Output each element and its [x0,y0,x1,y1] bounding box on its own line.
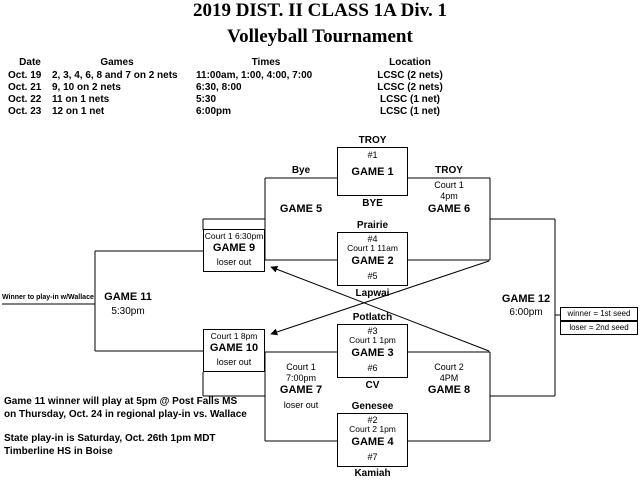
game1-team-above: TROY [358,135,387,146]
game4-seed-top: #2 [367,415,378,425]
game2-court: Court 1 11am [347,243,398,253]
game10-label: GAME 10 [209,342,259,354]
game12-second-seed-note: loser = 2nd seed [560,321,638,335]
footer-note-state-2: Timberline HS in Boise [4,446,113,457]
game12-label: GAME 12 [501,293,551,305]
schedule-header-location: Location [389,57,431,68]
schedule-header-date: Date [19,57,41,68]
game1-winner-right: TROY [435,165,463,176]
game2-team-below: Lapwai [355,288,390,299]
game10-court-time: Court 1 8pm [210,331,258,341]
game10-box [203,329,265,372]
schedule-row-times: 6:00pm [196,106,232,117]
game7-court: Court 1 [286,362,316,372]
game2-seed-bottom: #5 [367,271,378,281]
game3-team-below: CV [365,380,380,391]
game8-label: GAME 8 [427,384,471,396]
game9-court-time: Court 1 6:30pm [204,231,264,241]
game11-winner-note: Winner to play-in w/Wallace [2,294,94,301]
game4-box [337,413,408,467]
schedule-row-date: Oct. 21 [8,82,42,93]
game1-team-below: BYE [362,198,383,209]
schedule-row-games: 2, 3, 4, 6, 8 and 7 on 2 nets [52,70,178,81]
footer-note-playin-2: on Thursday, Oct. 24 in regional play-in… [4,409,247,420]
game1-box [337,147,408,196]
game4-seed-bottom: #7 [367,452,378,462]
game9-box [203,229,265,272]
game1-bye-left: Bye [291,165,311,176]
game12-time: 6:00pm [509,307,543,318]
footer-note-playin-1: Game 11 winner will play at 5pm @ Post F… [4,396,238,407]
schedule-row-location: LCSC (1 net) [380,106,440,117]
game4-label: GAME 4 [351,436,394,448]
schedule-row-games: 12 on 1 net [52,106,105,117]
game5-label: GAME 5 [279,203,323,215]
game3-label: GAME 3 [351,347,394,359]
page-subtitle: Volleyball Tournament [227,26,413,47]
schedule-header-times: Times [251,57,281,68]
game7-label: GAME 7 [279,384,323,396]
game11-label: GAME 11 [104,291,152,303]
schedule-row-date: Oct. 22 [8,94,42,105]
game9-note: loser out [216,257,252,267]
game4-team-above: Genesee [351,401,394,412]
game11-time: 5:30pm [111,306,145,317]
game6-label: GAME 6 [427,203,471,215]
game3-team-above: Potlatch [352,312,393,323]
game3-seed-bottom: #6 [367,363,378,373]
game9-label: GAME 9 [212,242,256,254]
schedule-row-games: 11 on 1 nets [52,94,110,105]
game2-label: GAME 2 [351,255,394,267]
schedule-row-date: Oct. 23 [8,106,42,117]
game6-court: Court 1 [434,180,464,190]
game8-court: Court 2 [434,362,464,372]
game8-time: 4PM [439,373,459,383]
game12-first-seed-note: winner = 1st seed [560,307,638,321]
schedule-header-games: Games [100,57,134,68]
footer-note-state-1: State play-in is Saturday, Oct. 26th 1pm… [4,433,216,444]
game4-team-below: Kamiah [354,468,391,479]
schedule-row-location: LCSC (2 nets) [377,70,443,81]
game2-seed-top: #4 [367,234,378,244]
game4-court: Court 2 1pm [349,424,396,434]
game1-seed: #1 [367,150,378,160]
game1-label: GAME 1 [351,166,394,178]
game7-time: 7:00pm [285,373,317,383]
game3-court: Court 1 1pm [349,335,396,345]
page-title: 2019 DIST. II CLASS 1A Div. 1 [192,0,448,21]
game6-time: 4pm [440,191,458,201]
game7-note: loser out [283,400,319,410]
schedule-row-date: Oct. 19 [8,70,42,81]
game3-box [337,324,408,378]
game10-note: loser out [216,357,252,367]
game3-seed-top: #3 [367,326,378,336]
schedule-row-times: 6:30, 8:00 [196,82,242,93]
schedule-row-location: LCSC (2 nets) [377,82,443,93]
schedule-row-times: 11:00am, 1:00, 4:00, 7:00 [196,70,313,81]
game2-box [337,232,408,286]
schedule-row-times: 5:30 [196,94,217,105]
game2-team-above: Prairie [356,220,389,231]
schedule-row-games: 9, 10 on 2 nets [52,82,121,93]
schedule-row-location: LCSC (1 net) [380,94,440,105]
